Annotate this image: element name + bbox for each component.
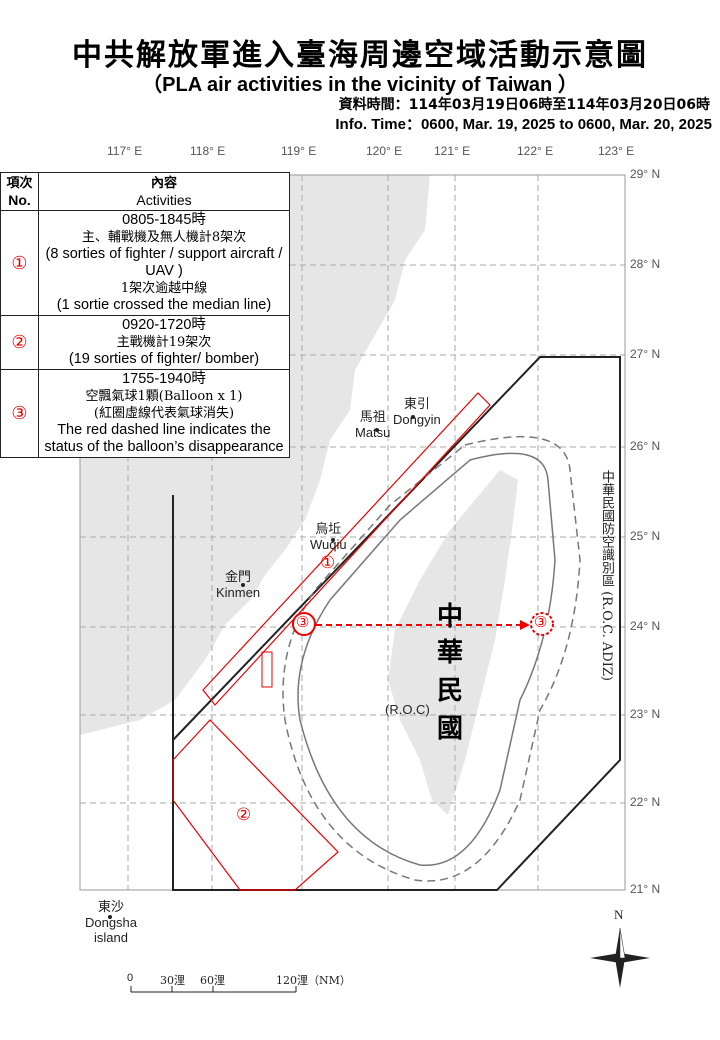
arrow-head-icon [520,620,530,630]
roc-label-2: 華 [437,638,464,668]
activity-zone-1-track [261,651,273,688]
lat-label: 24° N [630,619,661,633]
scale-tick: 120浬（NM） [276,974,351,987]
adiz-label: 中華民國防空識別區 (R.O.C. ADIZ) [599,470,614,681]
page-subtitle: （PLA air activities in the vicinity of T… [142,74,578,96]
lat-label: 22° N [630,795,661,809]
table-row: ① 0805-1845時主、輔戰機及無人機計8架次(8 sorties of f… [0,210,290,316]
roc-label-en: (R.O.C) [385,702,430,717]
lon-label: 117° E [107,144,143,158]
scale-tick: 0 [127,972,134,984]
zone-1-marker: ① [320,553,336,572]
contiguous-zone-line [297,452,556,866]
scale-tick: 60浬 [200,974,225,987]
lat-label: 21° N [630,882,661,896]
scale-bar [130,986,297,993]
table-row: ② 0920-1720時主戰機計19架次(19 sorties of fight… [0,315,290,370]
info-time-en: Info. Time：0600, Mar. 19, 2025 to 0600, … [335,116,712,133]
territorial-outer-line [282,435,581,882]
lat-label: 29° N [630,167,661,181]
lon-label: 119° E [281,144,317,158]
page-title: 中共解放軍進入臺海周邊空域活動示意圖 [72,38,648,73]
balloon-end-label: ③ [534,614,548,631]
lon-label: 118° E [190,144,226,158]
lat-label: 23° N [630,707,661,721]
activity-zone-1 [202,392,491,706]
roc-label-1: 中 [437,602,464,632]
compass-icon [590,927,650,988]
lat-label: 26° N [630,439,661,453]
scale-tick: 30浬 [160,974,185,987]
balloon-start-label: ③ [296,614,310,631]
compass-north-label: N [614,907,624,922]
roc-label-4: 國 [437,714,464,744]
lon-label: 120° E [366,144,403,158]
activity-zone-2 [172,719,339,891]
roc-label-3: 民 [437,676,464,706]
balloon-end-marker [530,612,554,636]
info-time-zh: 資料時間：114年03月19日06時至114年03月20日06時 [338,97,710,113]
table-row: ③ 1755-1940時空飄氣球1顆(Balloon x 1)(紅圈虛線代表氣球… [0,369,290,458]
adiz-boundary [172,356,621,891]
balloon-start-marker [292,612,316,636]
lon-label: 123° E [598,144,635,158]
zone-2-marker: ② [236,805,252,824]
lat-label: 27° N [630,347,661,361]
lat-label: 25° N [630,529,661,543]
lon-label: 122° E [517,144,554,158]
lat-label: 28° N [630,257,661,271]
lon-label: 121° E [434,144,471,158]
place-dots [108,415,415,919]
taiwan-land [388,470,518,815]
